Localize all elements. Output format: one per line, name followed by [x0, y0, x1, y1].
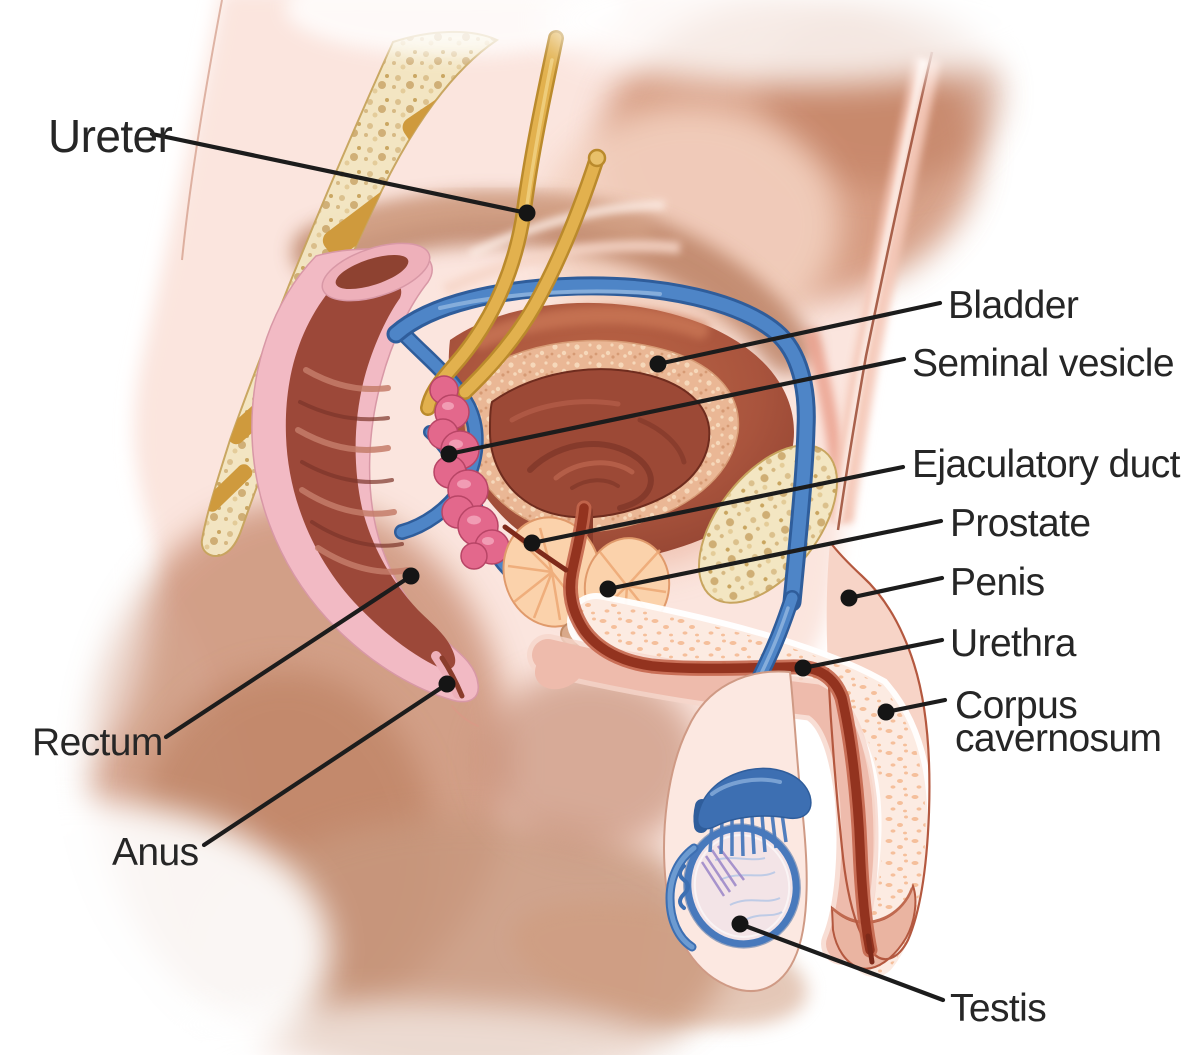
- leader-line-anus: [201, 681, 450, 848]
- leader-line-bladder: [655, 300, 943, 367]
- leader-line-ejaculatory-duct: [529, 464, 906, 546]
- epididymis-head: [696, 767, 812, 830]
- label-testis: Testis: [950, 987, 1046, 1030]
- spine-top-fade: [285, 0, 625, 56]
- leader-dot-ejaculatory-duct: [523, 534, 541, 552]
- rectum-folds: [295, 367, 411, 575]
- leader-line-penis: [846, 575, 945, 601]
- leader-dot-penis: [840, 589, 858, 607]
- leader-dot-corpus-cavernosum: [877, 703, 895, 721]
- leader-dot-ureter: [518, 204, 536, 222]
- corpus-cavernosum-speckles: [575, 601, 926, 975]
- label-ureter: Ureter: [48, 110, 172, 162]
- testis-vessels: [714, 857, 783, 921]
- anus-shape: [431, 651, 479, 727]
- sigmoid-colon-highlight: [316, 192, 654, 252]
- psoas-muscle-streak: [467, 200, 666, 260]
- vas-tail-loop: [665, 843, 699, 952]
- leader-dot-prostate: [599, 580, 617, 598]
- leader-line-testis: [737, 921, 946, 1003]
- bladder-dome-highlight: [471, 306, 709, 349]
- epididymis-highlight: [710, 777, 782, 796]
- urethral-meatus: [865, 933, 875, 965]
- leader-dot-urethra: [794, 659, 812, 677]
- leader-line-rectum: [163, 573, 414, 740]
- shaft-outline: [826, 541, 931, 961]
- leader-lines: [149, 131, 948, 1003]
- leader-line-prostate: [605, 518, 944, 592]
- rectum-cut-opening: [335, 254, 409, 290]
- label-ejaculatory-duct: Ejaculatory duct: [912, 443, 1181, 486]
- seminal-vesicle-shape: [427, 375, 510, 570]
- bladder-interior-folds: [509, 399, 687, 511]
- label-corpus-cavernosum-line2: cavernosum: [955, 717, 1161, 760]
- label-bladder: Bladder: [948, 284, 1079, 327]
- rectum-shape: [251, 242, 479, 727]
- label-urethra: Urethra: [950, 622, 1077, 665]
- leader-line-seminal-vesicle: [446, 356, 907, 457]
- back-contour-line: [181, 0, 223, 261]
- leader-dots: [402, 204, 895, 933]
- rectum-interior: [285, 280, 456, 670]
- leader-dot-seminal-vesicle: [440, 445, 458, 463]
- labels: Ureter Bladder Seminal vesicle Ejaculato…: [32, 110, 1181, 1030]
- leader-line-corpus-cavernosum: [883, 697, 948, 715]
- edge-fades: [0, 0, 1060, 1055]
- scrotum-group: [512, 670, 812, 1028]
- corona-line: [831, 887, 914, 924]
- label-corpus-cavernosum-line1: Corpus: [955, 684, 1077, 727]
- ureter-cut-end: [587, 148, 607, 168]
- label-anus: Anus: [112, 831, 199, 874]
- bladder-shape: [448, 302, 794, 574]
- label-seminal-vesicle: Seminal vesicle: [912, 342, 1174, 385]
- leader-line-urethra: [800, 637, 945, 671]
- perineum-shading: [480, 670, 700, 850]
- leader-dot-rectum: [402, 567, 420, 585]
- label-rectum: Rectum: [32, 721, 163, 764]
- label-penis: Penis: [950, 561, 1045, 604]
- leader-dot-bladder: [649, 355, 667, 373]
- seminal-vesicle-highlights: [442, 402, 494, 545]
- penile-bulb: [534, 646, 586, 690]
- leader-dot-testis: [731, 915, 749, 933]
- leader-dot-anus: [438, 675, 456, 693]
- leader-line-ureter: [149, 131, 530, 216]
- label-prostate: Prostate: [950, 502, 1090, 545]
